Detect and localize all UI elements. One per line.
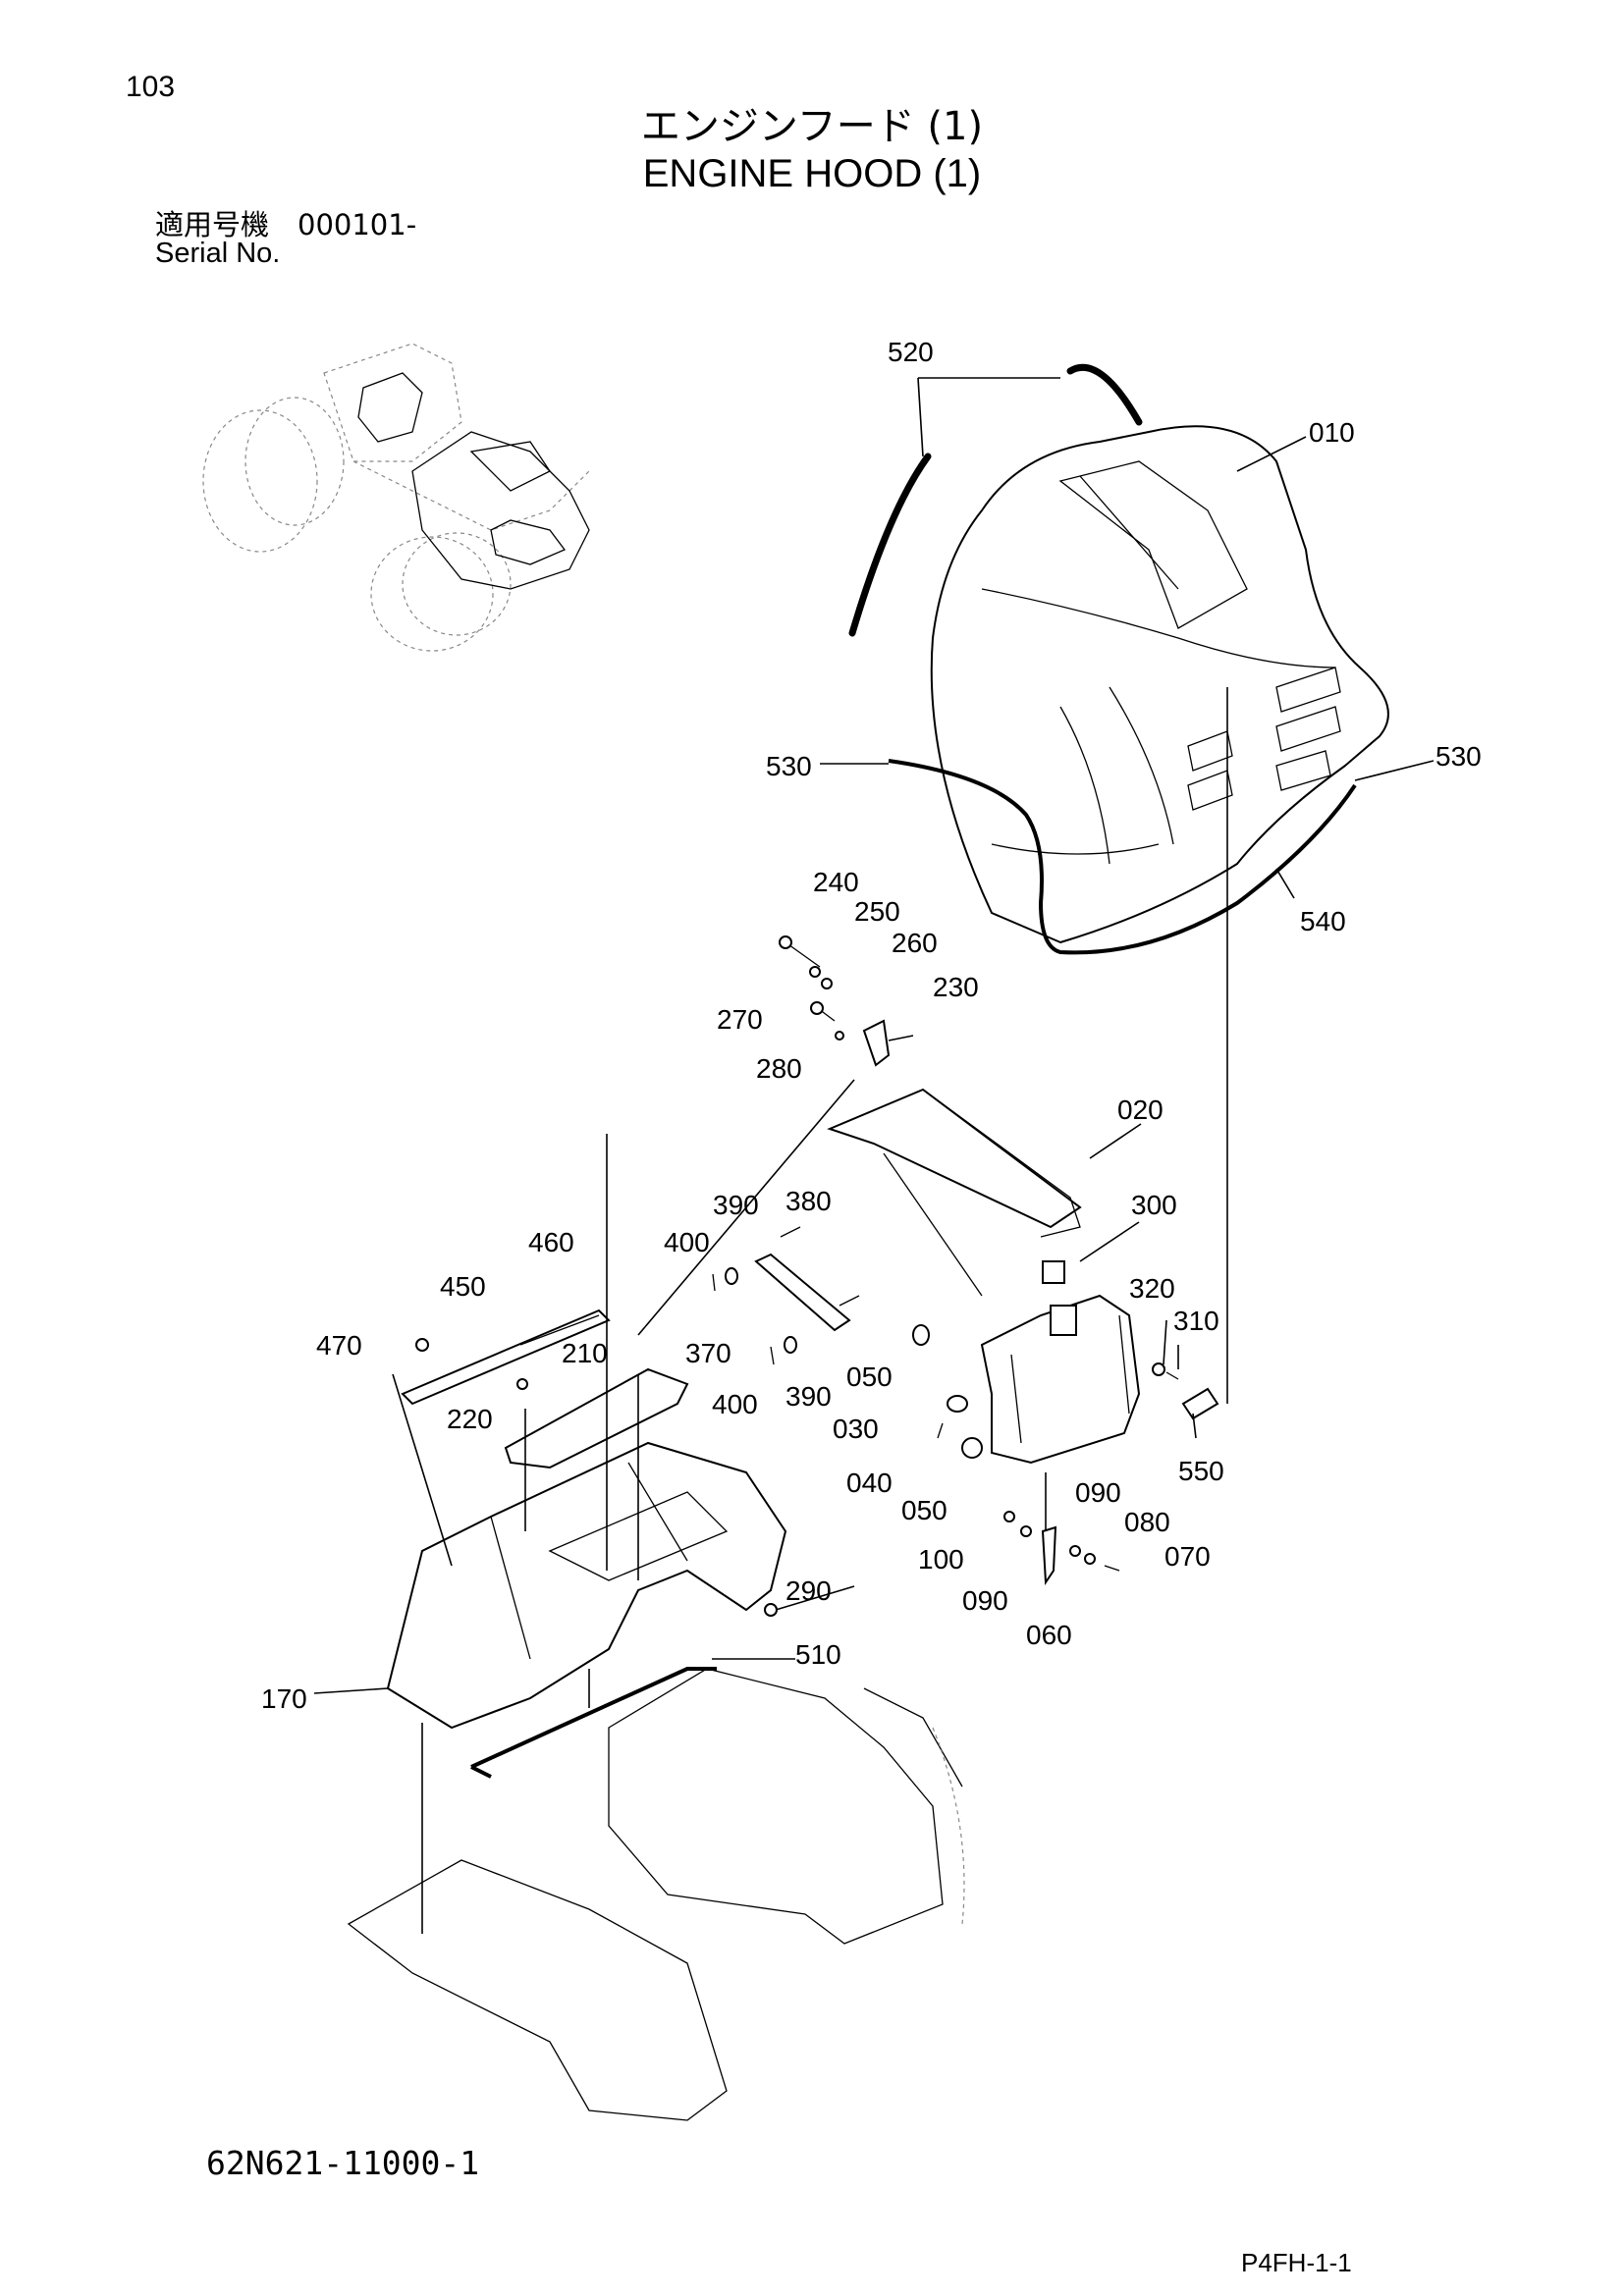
rubber-050-bottom xyxy=(961,1437,983,1459)
callout-060: 060 xyxy=(1026,1620,1072,1650)
callout-210: 210 xyxy=(562,1338,608,1368)
lower-fender-illustration xyxy=(347,1668,965,2121)
callout-280: 280 xyxy=(756,1053,802,1084)
callout-250: 250 xyxy=(854,896,900,927)
callout-300: 300 xyxy=(1131,1190,1177,1220)
seal-520-top xyxy=(1066,363,1143,426)
callout-020: 020 xyxy=(1117,1095,1164,1125)
bolt-470 xyxy=(415,1338,429,1352)
cover-210 xyxy=(504,1367,689,1469)
callout-270: 270 xyxy=(717,1004,763,1035)
page-title-japanese: エンジンフード (1) xyxy=(640,104,984,149)
callout-510: 510 xyxy=(795,1639,841,1670)
seal-520-left xyxy=(848,453,932,637)
rubber-050-top xyxy=(912,1324,930,1346)
pin-400-top xyxy=(712,1273,716,1292)
callout-530-right: 530 xyxy=(1435,741,1482,772)
drawing-number: 62N621-11000-1 xyxy=(206,2144,480,2182)
lever-060 xyxy=(1041,1525,1057,1586)
lock-plate-230 xyxy=(862,1019,891,1067)
hood-frame-020 xyxy=(827,1088,1141,1465)
washer-090-right xyxy=(1069,1545,1081,1557)
pin-270 xyxy=(810,1001,836,1022)
gas-strut-370 xyxy=(754,1253,851,1332)
bolt-310 xyxy=(1165,1371,1179,1380)
washer-390-bottom xyxy=(784,1336,797,1354)
callout-260: 260 xyxy=(892,928,938,958)
serial-label-japanese: 適用号機 000101- xyxy=(155,208,417,241)
callout-100: 100 xyxy=(918,1544,964,1575)
callout-450: 450 xyxy=(440,1271,486,1302)
callout-530-left: 530 xyxy=(766,751,812,781)
callout-520: 520 xyxy=(888,337,934,367)
seal-530-540 xyxy=(888,759,1357,955)
callout-550: 550 xyxy=(1178,1456,1224,1486)
callout-370: 370 xyxy=(685,1338,731,1368)
washer-090-left xyxy=(1020,1525,1032,1537)
callout-320: 320 xyxy=(1129,1273,1175,1304)
rear-cover-170 xyxy=(386,1441,787,1730)
tractor-overview-illustration xyxy=(202,343,590,652)
callout-090-left: 090 xyxy=(962,1585,1008,1616)
callout-540: 540 xyxy=(1300,906,1346,936)
nut-100 xyxy=(1003,1511,1015,1522)
callout-050-top: 050 xyxy=(846,1362,893,1392)
callout-010: 010 xyxy=(1309,417,1355,448)
callout-labels: 520 010 530 530 540 240 250 260 230 270 … xyxy=(261,337,1482,1714)
washer-390-top xyxy=(725,1267,738,1285)
engine-hood-010 xyxy=(930,425,1389,944)
callout-470: 470 xyxy=(316,1330,362,1361)
callout-240: 240 xyxy=(813,867,859,897)
page-code: P4FH-1-1 xyxy=(1241,2248,1352,2277)
callout-220: 220 xyxy=(447,1404,493,1434)
stay-460 xyxy=(519,1314,600,1346)
rubber-030 xyxy=(947,1395,968,1413)
callout-290: 290 xyxy=(785,1575,832,1606)
callout-230: 230 xyxy=(933,972,979,1002)
bolt-220 xyxy=(516,1378,528,1390)
pin-400-bottom xyxy=(770,1346,775,1365)
washer-250 xyxy=(809,966,821,978)
callout-390-top: 390 xyxy=(713,1190,759,1220)
bracket-320 xyxy=(1152,1362,1165,1376)
callout-050-bottom: 050 xyxy=(901,1495,947,1525)
callout-400-bottom: 400 xyxy=(712,1389,758,1419)
serial-label-english: Serial No. xyxy=(155,238,281,269)
nut-290 xyxy=(764,1603,778,1617)
callout-400-top: 400 xyxy=(664,1227,710,1257)
page-title-english: ENGINE HOOD (1) xyxy=(642,152,982,195)
washer-260 xyxy=(821,978,833,989)
callout-090-right: 090 xyxy=(1075,1477,1121,1508)
bracket-550 xyxy=(1181,1387,1219,1420)
stay-450 xyxy=(401,1308,611,1406)
spacer-080 xyxy=(1084,1553,1096,1565)
page-number: 103 xyxy=(126,71,176,103)
bolt-070 xyxy=(1104,1565,1120,1572)
callout-170: 170 xyxy=(261,1683,307,1714)
callout-080: 080 xyxy=(1124,1507,1170,1537)
callout-040: 040 xyxy=(846,1468,893,1498)
pin-280 xyxy=(835,1031,844,1041)
lock-bolt-240 xyxy=(779,935,821,968)
callout-leader-lines xyxy=(313,377,1435,1934)
callout-380: 380 xyxy=(785,1186,832,1216)
callout-070: 070 xyxy=(1164,1541,1211,1572)
bolt-380 xyxy=(780,1226,860,1307)
callout-460: 460 xyxy=(528,1227,574,1257)
callout-390-bottom: 390 xyxy=(785,1381,832,1412)
callout-030: 030 xyxy=(833,1414,879,1444)
bolt-040 xyxy=(937,1422,944,1439)
callout-310: 310 xyxy=(1173,1306,1219,1336)
